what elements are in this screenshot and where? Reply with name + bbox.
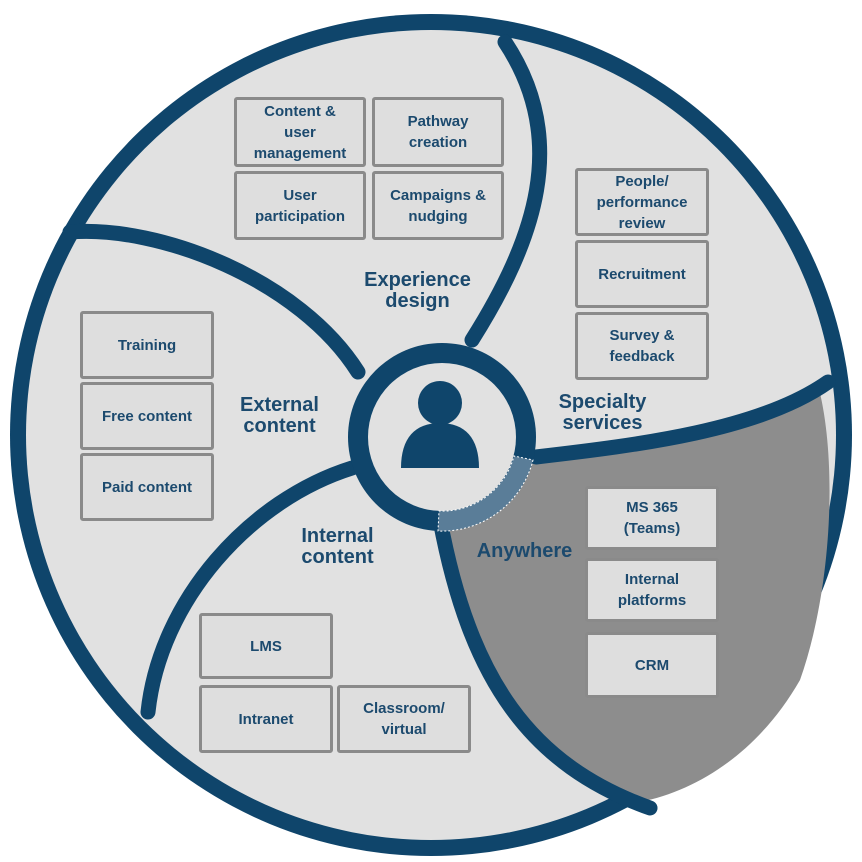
free-content-box: Free content bbox=[80, 382, 214, 450]
campaigns-nudging-box: Campaigns & nudging bbox=[372, 171, 504, 240]
survey-feedback-box: Survey & feedback bbox=[575, 312, 709, 380]
arm-anywhere-internal bbox=[432, 512, 658, 816]
center-wedge bbox=[437, 455, 534, 532]
arm-internal-external bbox=[140, 460, 360, 720]
specialty-services-label: Specialty services bbox=[558, 391, 647, 434]
internal-content-label: Internal content bbox=[301, 525, 374, 568]
people-performance-review-box: People/ performance review bbox=[575, 168, 709, 236]
user-participation-box: User participation bbox=[234, 171, 366, 240]
user-icon bbox=[401, 381, 479, 468]
content-user-management-box: Content & user management bbox=[234, 97, 366, 167]
arm-external-experience bbox=[62, 223, 366, 380]
experience-design-label: Experience design bbox=[364, 269, 471, 312]
intranet-box: Intranet bbox=[199, 685, 333, 753]
arm-experience-specialty bbox=[464, 34, 548, 348]
recruitment-box: Recruitment bbox=[575, 240, 709, 308]
arm-specialty-anywhere bbox=[528, 374, 836, 465]
training-box: Training bbox=[80, 311, 214, 379]
anywhere-label: Anywhere bbox=[476, 539, 573, 562]
crm-box: CRM bbox=[585, 632, 719, 698]
external-content-label: External content bbox=[240, 394, 319, 437]
pathway-creation-box: Pathway creation bbox=[372, 97, 504, 167]
divider-arms bbox=[62, 34, 836, 816]
internal-platforms-box: Internal platforms bbox=[585, 558, 719, 622]
classroom-virtual-box: Classroom/ virtual bbox=[337, 685, 471, 753]
paid-content-box: Paid content bbox=[80, 453, 214, 521]
ms365-teams-box: MS 365 (Teams) bbox=[585, 486, 719, 550]
lms-box: LMS bbox=[199, 613, 333, 679]
